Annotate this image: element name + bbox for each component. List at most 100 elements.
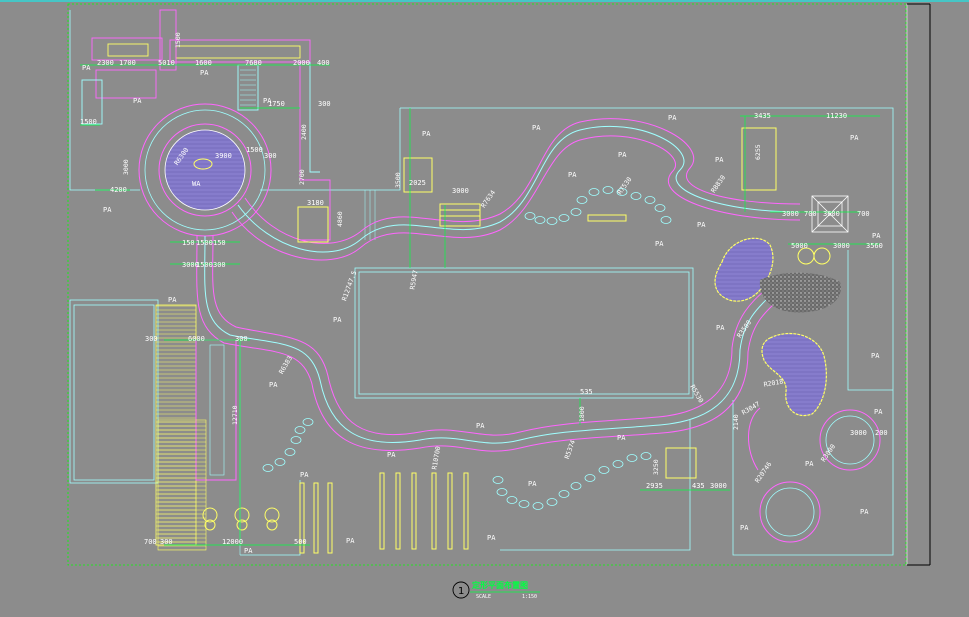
- dimension-text: 5010: [158, 59, 175, 67]
- area-label: PA: [528, 480, 537, 488]
- radius-text: R6383: [277, 355, 294, 376]
- area-label: PA: [103, 206, 112, 214]
- radius-text: R5374: [563, 439, 577, 460]
- radius-text: R5947: [408, 269, 419, 290]
- area-label: PA: [715, 156, 724, 164]
- dimension-text: 2140: [732, 414, 740, 430]
- dimension-text: 300: [318, 100, 331, 108]
- south-benches: [299, 472, 469, 554]
- pool-label: WA: [192, 180, 201, 188]
- dimension-text: 300: [235, 335, 248, 343]
- central-lawn: [354, 267, 694, 399]
- dimension-text: 1700: [119, 59, 136, 67]
- dimension-text: 12000: [222, 538, 243, 546]
- area-label: PA: [805, 460, 814, 468]
- dimension-text: 11230: [826, 112, 847, 120]
- dimension-text: 1500: [80, 118, 97, 126]
- dimension-text: 500: [294, 538, 307, 546]
- radius-text: R12747.5: [340, 270, 358, 302]
- stair-hatching-north: [240, 69, 376, 240]
- area-label: PA: [487, 534, 496, 542]
- detail-number: 1: [458, 586, 464, 597]
- dimension-text: 3000: [122, 159, 130, 175]
- dimension-text: 3180: [307, 199, 324, 207]
- dimension-text: 300: [264, 152, 277, 160]
- dimension-text: 3500: [394, 172, 402, 188]
- dimension-text: 5000: [791, 242, 808, 250]
- dimension-text: 400: [317, 59, 330, 67]
- area-label: PA: [269, 381, 278, 389]
- area-label: PA: [740, 524, 749, 532]
- corner-gazebo: [811, 195, 849, 233]
- west-deck: [155, 304, 241, 555]
- area-label: PA: [532, 124, 541, 132]
- east-ponds: [714, 237, 881, 543]
- radius-text: R7530: [616, 175, 634, 196]
- dimension-text: 3900: [215, 152, 232, 160]
- radius-text: R3047: [740, 400, 761, 417]
- scale-label: SCALE: [476, 594, 491, 600]
- area-label: PA: [200, 69, 209, 77]
- pavilions: [297, 127, 777, 479]
- area-label: PA: [422, 130, 431, 138]
- dimension-text: 2935: [646, 482, 663, 490]
- dimension-text: 4200: [110, 186, 127, 194]
- area-label: PA: [860, 508, 869, 516]
- area-label: PA: [346, 537, 355, 545]
- dimension-lines: [80, 64, 880, 546]
- radius-text: R20746: [753, 460, 773, 484]
- area-label: PA: [874, 408, 883, 416]
- dimension-text: 2300: [97, 59, 114, 67]
- area-label: PA: [82, 64, 91, 72]
- dimension-text: 1800: [578, 406, 586, 422]
- area-label: PA: [168, 296, 177, 304]
- dimension-text: 300: [145, 335, 158, 343]
- dimension-text: 3000: [182, 261, 199, 269]
- dimension-text: 3000: [850, 429, 867, 437]
- drawing-title: 定形平面布置图: [471, 580, 528, 590]
- area-label: PA: [668, 114, 677, 122]
- dimension-text: 3250: [652, 459, 660, 475]
- dimension-text: 3000: [782, 210, 799, 218]
- dimension-text: 300: [213, 261, 226, 269]
- area-label: PA: [387, 451, 396, 459]
- dimension-text: 3000: [710, 482, 727, 490]
- detail-number-bubble: [452, 581, 470, 599]
- dimension-text: 700: [857, 210, 870, 218]
- planter-ornaments: [202, 247, 831, 531]
- radius-text: R7634: [479, 189, 497, 210]
- dimension-text: 1500: [196, 261, 213, 269]
- area-label: PA: [263, 97, 272, 105]
- area-label: PA: [872, 232, 881, 240]
- dimension-text: 3600: [823, 210, 840, 218]
- dimension-text: 1750: [268, 100, 285, 108]
- area-label: PA: [244, 547, 253, 555]
- dimension-text: 150: [182, 239, 195, 247]
- area-label: PA: [871, 352, 880, 360]
- radius-text: R8830: [709, 174, 727, 195]
- dimension-text: 3000: [833, 242, 850, 250]
- dimension-text: 3560: [866, 242, 883, 250]
- circular-plaza: [138, 103, 272, 237]
- dimension-text: 2000: [293, 59, 310, 67]
- winding-path: [196, 118, 801, 452]
- dimension-text: 435: [692, 482, 705, 490]
- drawing-frame: [67, 3, 907, 566]
- dimension-text: 12710: [231, 405, 239, 425]
- stepping-stones: [262, 186, 672, 510]
- radius-text: R5530: [688, 383, 705, 404]
- dimension-text: 150: [213, 239, 226, 247]
- dimension-text: 700: [144, 538, 157, 546]
- dimension-text: 535: [580, 388, 593, 396]
- area-label: PA: [850, 134, 859, 142]
- area-label: PA: [476, 422, 485, 430]
- area-label: PA: [697, 221, 706, 229]
- area-label: PA: [133, 97, 142, 105]
- dimension-text: 2025: [409, 179, 426, 187]
- dimension-text: 1600: [195, 59, 212, 67]
- area-label: PA: [333, 316, 342, 324]
- dimension-text: 6000: [188, 335, 205, 343]
- dimension-text: 200: [875, 429, 888, 437]
- dimension-text: 700: [804, 210, 817, 218]
- area-label: PA: [300, 471, 309, 479]
